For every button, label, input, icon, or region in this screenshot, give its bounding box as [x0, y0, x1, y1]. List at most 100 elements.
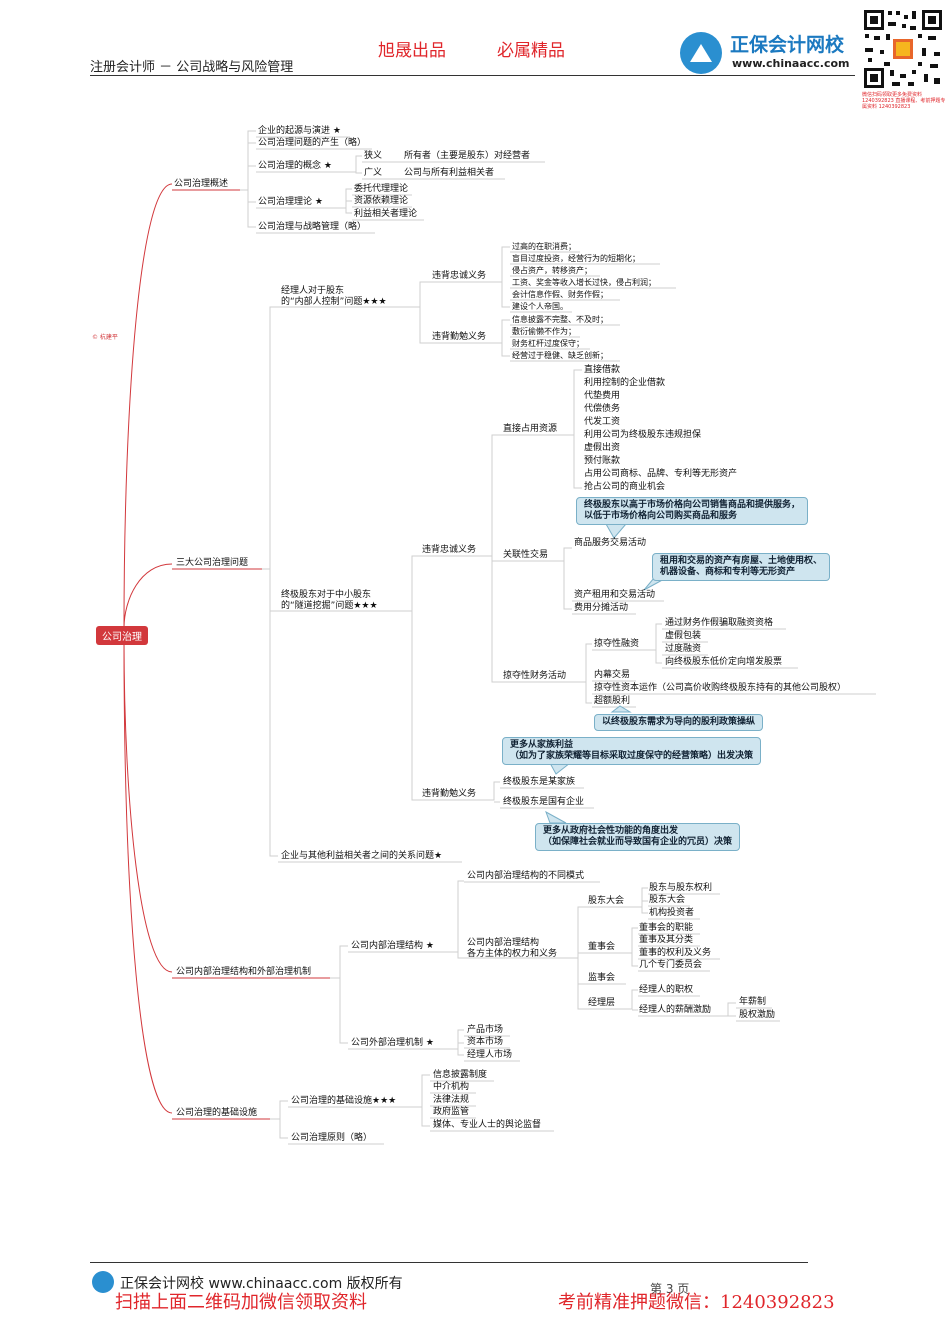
node-loyalty-item: 建设个人帝国。 [512, 302, 568, 311]
node-gm-item: 股东与股东权利 [649, 883, 713, 893]
footer-rule [90, 1262, 808, 1263]
logo-icon [680, 32, 722, 74]
node-manager-duty: 经理人的职权 [639, 985, 694, 995]
node-gm-item: 股东大会 [649, 895, 686, 905]
document-title: 注册会计师 － 公司战略与风险管理 [90, 60, 294, 75]
node-theory: 公司治理理论 ★ [258, 197, 323, 207]
node-concept: 公司治理的概念 ★ [258, 161, 332, 171]
node-loyalty-item: 盲目过度投资，经营行为的短期化； [512, 254, 640, 263]
node-loyalty-item: 侵占资产，转移资产； [512, 266, 592, 275]
node-financing-item: 过度融资 [665, 644, 702, 654]
node-loyalty-item: 工资、奖金等收入增长过快，侵占利润； [512, 278, 656, 287]
node-board-item: 几个专门委员会 [639, 960, 703, 970]
node-rights-duties: 公司内部治理结构 各方主体的权力和义务 [467, 938, 558, 959]
node-state-owner: 终极股东是国有企业 [503, 797, 585, 807]
node-board-item: 董事的权利及义务 [639, 948, 712, 958]
node-manager-pay: 经理人的薪酬激励 [639, 1005, 712, 1015]
node-board-item: 董事会的职能 [639, 923, 694, 933]
node-related-trade: 关联性交易 [503, 550, 549, 560]
node-diligence: 违背勤勉义务 [432, 332, 487, 342]
node-infra: 公司治理的基础设施★★★ [291, 1096, 397, 1106]
callout-dividend: 以终极股东需求为导向的股利政策操纵 [594, 714, 764, 731]
callout-assets: 租用和交易的资产有房屋、土地使用权、 机器设备、商标和专利等无形资产 [652, 553, 831, 581]
node-direct-item: 利用公司为终极股东违规担保 [584, 430, 702, 440]
node-loyalty-item: 会计信息作假、财务作假； [512, 290, 608, 299]
node-supervisory-board: 监事会 [588, 973, 616, 983]
node-strategy: 公司治理与战略管理（略） [258, 222, 367, 232]
node-infra-item: 政府监管 [433, 1107, 470, 1117]
node-diligence-item: 敷衍偷懒不作为； [512, 327, 576, 336]
node-market: 经理人市场 [467, 1050, 513, 1060]
node-external-mechanism: 公司外部治理机制 ★ [351, 1038, 434, 1048]
callout-family: 更多从家族利益 （如为了家族荣耀等目标采取过度保守的经营策略）出发决策 [502, 737, 762, 765]
node-direct-item: 预付账款 [584, 456, 621, 466]
node-goods-trade: 商品服务交易活动 [574, 538, 647, 548]
footer-brand: 正保会计网校 www.chinaacc.com 版权所有 [120, 1276, 403, 1292]
node-predatory-financing: 掠夺性融资 [594, 639, 640, 649]
node-direct-occupy: 直接占用资源 [503, 424, 558, 434]
node-insider-control: 经理人对于股东 的“内部人控制”问题★★★ [281, 286, 387, 307]
logo-name: 正保会计网校 [730, 34, 845, 56]
callout-goods: 终极股东以高于市场价格向公司销售商品和提供服务， 以低于市场价格向公司购买商品和… [576, 497, 809, 525]
node-theory-item: 资源依赖理论 [354, 196, 409, 206]
node-tunneling: 终极股东对于中小股东 的“隧道挖掘”问题★★★ [281, 590, 378, 611]
node-direct-item: 占用公司商标、品牌、专利等无形资产 [584, 469, 738, 479]
node-infra-item: 中介机构 [433, 1082, 470, 1092]
node-narrow: 狭义 [364, 151, 383, 161]
node-financing-item: 通过财务作假骗取融资资格 [665, 618, 774, 628]
node-diligence-item: 财务杠杆过度保守； [512, 339, 584, 348]
node-financing-item: 向终极股东低价定向增发股票 [665, 657, 783, 667]
node-broad: 广义 [364, 168, 383, 178]
node-direct-item: 代垫费用 [584, 391, 621, 401]
footer-promo-left: 扫描上面二维码加微信领取资料 [115, 1292, 367, 1313]
node-excess-dividend: 超额股利 [594, 696, 631, 706]
node-market: 资本市场 [467, 1037, 504, 1047]
node-principles: 公司治理原则（略） [291, 1133, 373, 1143]
branch-overview: 公司治理概述 [174, 179, 229, 189]
brand-logo: 正保会计网校 www.chinaacc.com [680, 30, 860, 75]
node-board: 董事会 [588, 942, 616, 952]
node-gm-item: 机构投资者 [649, 908, 695, 918]
footer-promo-right: 考前精准押题微信：1240392823 [558, 1292, 835, 1313]
node-general-meeting: 股东大会 [588, 896, 625, 906]
header-rule [90, 75, 855, 76]
node-infra-item: 法律法规 [433, 1095, 470, 1105]
node-t-loyalty: 违背忠诚义务 [422, 545, 477, 555]
page-number: 第 3 页 [650, 1282, 690, 1296]
node-infra-item: 媒体、专业人士的舆论监督 [433, 1120, 542, 1130]
qr-code-icon [862, 8, 944, 90]
node-management: 经理层 [588, 998, 616, 1008]
node-capital-operation: 掠夺性资本运作（公司高价收购终极股东持有的其他公司股权） [594, 683, 847, 693]
node-stakeholders: 企业与其他利益相关者之间的关系问题★ [281, 851, 443, 861]
node-direct-item: 虚假出资 [584, 443, 621, 453]
node-predatory-finance: 掠夺性财务活动 [503, 671, 567, 681]
logo-url: www.chinaacc.com [732, 57, 850, 70]
node-loyalty: 违背忠诚义务 [432, 271, 487, 281]
mindmap-root: 公司治理 [96, 626, 148, 645]
node-narrow-desc: 所有者（主要是股东）对经营者 [404, 151, 531, 161]
node-diligence-item: 信息披露不完整、不及时； [512, 315, 608, 324]
node-problem: 公司治理问题的产生（略） [258, 138, 367, 148]
branch-infrastructure: 公司治理的基础设施 [176, 1108, 258, 1118]
node-cost-sharing: 费用分摊活动 [574, 603, 629, 613]
node-broad-desc: 公司与所有利益相关者 [404, 168, 495, 178]
node-internal-structure: 公司内部治理结构 ★ [351, 941, 434, 951]
node-pay-item: 年薪制 [739, 997, 767, 1007]
node-insider-trading: 内幕交易 [594, 670, 631, 680]
node-direct-item: 抢占公司的商业机会 [584, 482, 666, 492]
footer-logo-icon [92, 1271, 114, 1293]
branch-three-problems: 三大公司治理问题 [176, 558, 249, 568]
node-direct-item: 代发工资 [584, 417, 621, 427]
node-infra-item: 信息披露制度 [433, 1070, 488, 1080]
node-theory-item: 利益相关者理论 [354, 209, 418, 219]
node-direct-item: 直接借款 [584, 365, 621, 375]
node-diligence-item: 经营过于稳健、缺乏创新； [512, 351, 608, 360]
node-t-diligence: 违背勤勉义务 [422, 789, 477, 799]
branch-governance-structure: 公司内部治理结构和外部治理机制 [176, 967, 312, 977]
callout-state: 更多从政府社会性功能的角度出发 （如保障社会就业而导致国有企业的冗员）决策 [535, 823, 741, 851]
node-theory-item: 委托代理理论 [354, 184, 409, 194]
node-board-item: 董事及其分类 [639, 935, 694, 945]
node-origin: 企业的起源与演进 ★ [258, 126, 341, 136]
node-direct-item: 利用控制的企业借款 [584, 378, 666, 388]
